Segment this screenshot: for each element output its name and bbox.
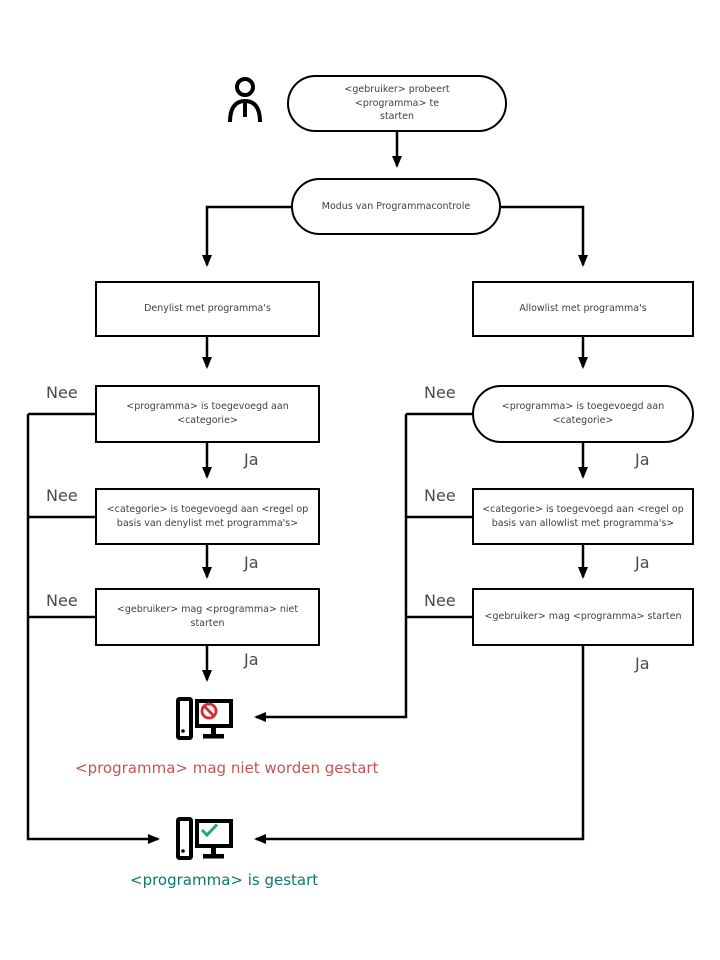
prohibition-icon [200,702,218,720]
label-no-deny-3: Nee [46,591,78,610]
label-yes-allow-1: Ja [635,450,650,469]
label-no-deny-2: Nee [46,486,78,505]
label-no-allow-3: Nee [424,591,456,610]
label-yes-allow-3: Ja [635,654,650,673]
node-start: <gebruiker> probeert <programma> te star… [287,75,507,132]
node-denylist: Denylist met programma's [95,281,320,337]
label-no-deny-1: Nee [46,383,78,402]
node-deny-check-program: <programma> is toegevoegd aan <categorie… [95,385,320,443]
node-allowlist: Allowlist met programma's [472,281,694,337]
node-deny-action: <gebruiker> mag <programma> niet starten [95,588,320,646]
check-icon [200,823,219,838]
label-yes-deny-2: Ja [244,553,259,572]
node-deny-check-category: <categorie> is toegevoegd aan <regel op … [95,488,320,545]
node-mode: Modus van Programmacontrole [291,178,501,235]
label-no-allow-2: Nee [424,486,456,505]
node-allow-check-category: <categorie> is toegevoegd aan <regel op … [472,488,694,545]
computer-started-icon [176,817,233,860]
outcome-blocked-text: <programma> mag niet worden gestart [75,759,379,777]
label-yes-allow-2: Ja [635,553,650,572]
label-no-allow-1: Nee [424,383,456,402]
label-yes-deny-1: Ja [244,450,259,469]
label-yes-deny-3: Ja [244,650,259,669]
outcome-started-text: <programma> is gestart [130,871,319,889]
node-allow-action: <gebruiker> mag <programma> starten [472,588,694,646]
user-icon [228,77,262,123]
computer-blocked-icon [176,697,233,740]
node-allow-check-program: <programma> is toegevoegd aan <categorie… [472,385,694,443]
